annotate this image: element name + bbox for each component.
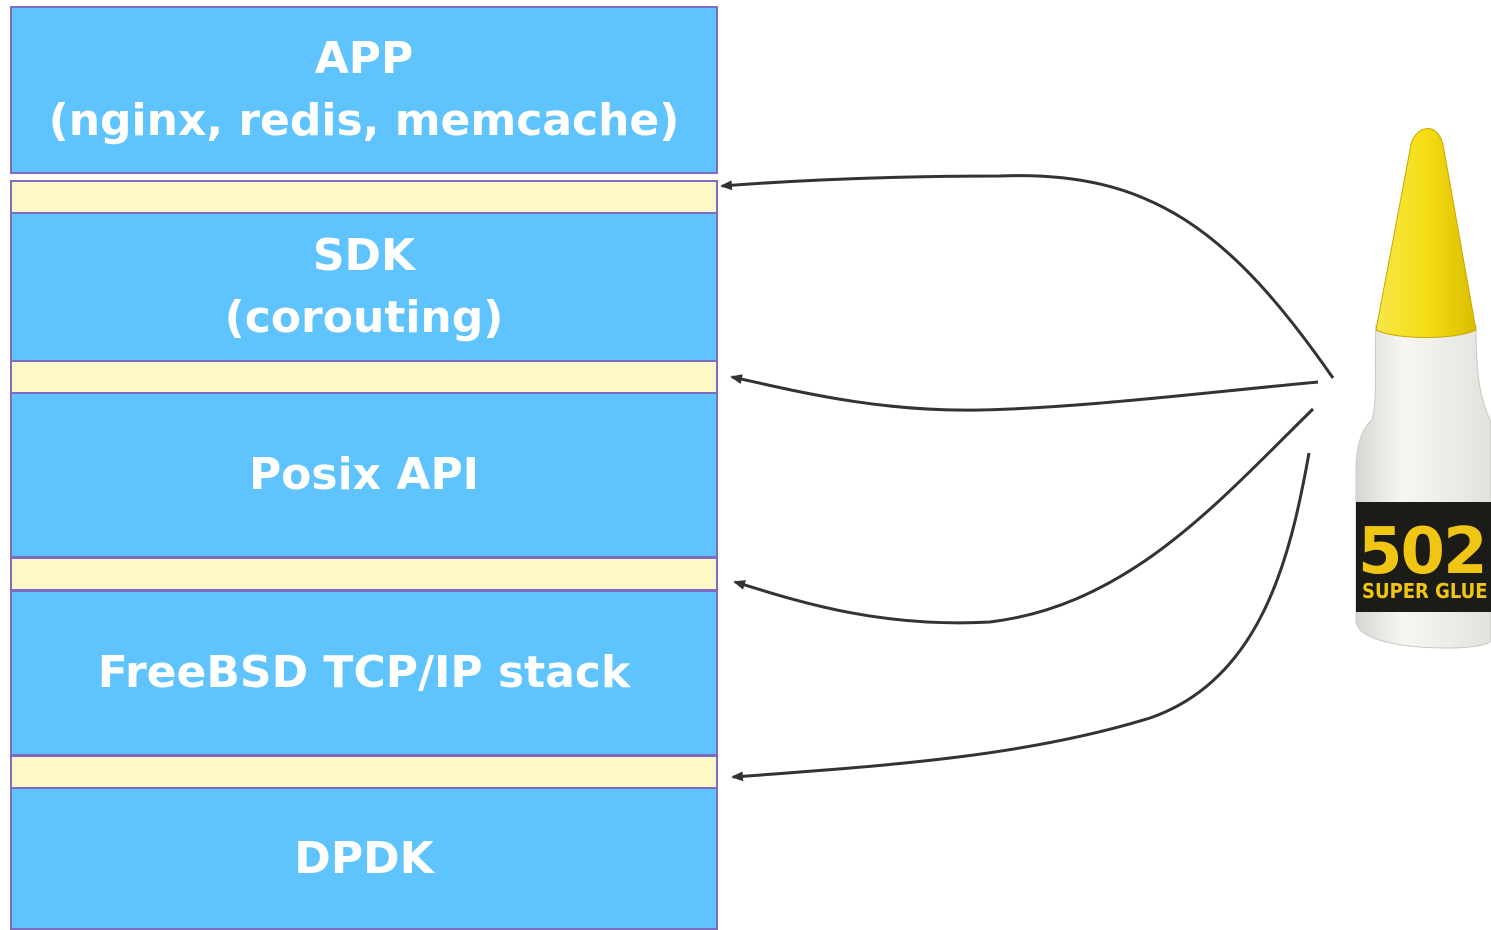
bottle-label-text: SUPER GLUE [1362,579,1488,603]
bottle-cap [1375,128,1477,338]
layer-posix-api: Posix API [10,392,718,558]
layer-app-subtitle: (nginx, redis, memcache) [48,95,680,146]
bottle-label-band [1356,502,1491,612]
glue-bottle-image: 502 SUPER GLUE [1355,128,1491,649]
layer-sdk-subtitle: (corouting) [224,292,504,343]
layer-app-title: APP [314,33,414,84]
bottle-number: 502 [1358,515,1486,589]
arrow-to-glue-1 [720,174,1335,379]
layer-sdk: SDK (corouting) [10,212,718,362]
arrow-to-glue-4 [731,452,1311,782]
layer-dpdk-title: DPDK [294,832,434,884]
layer-app: APP (nginx, redis, memcache) [10,6,718,174]
layer-sdk-title: SDK [312,230,416,281]
glue-layer-1 [10,180,718,214]
layer-dpdk: DPDK [10,787,718,930]
arrow-to-glue-2 [730,374,1319,412]
glue-layer-3 [10,557,718,591]
layer-posix-api-title: Posix API [248,449,480,500]
layer-freebsd-stack-title: FreeBSD TCP/IP stack [97,647,631,698]
arrow-to-glue-3 [733,407,1315,625]
